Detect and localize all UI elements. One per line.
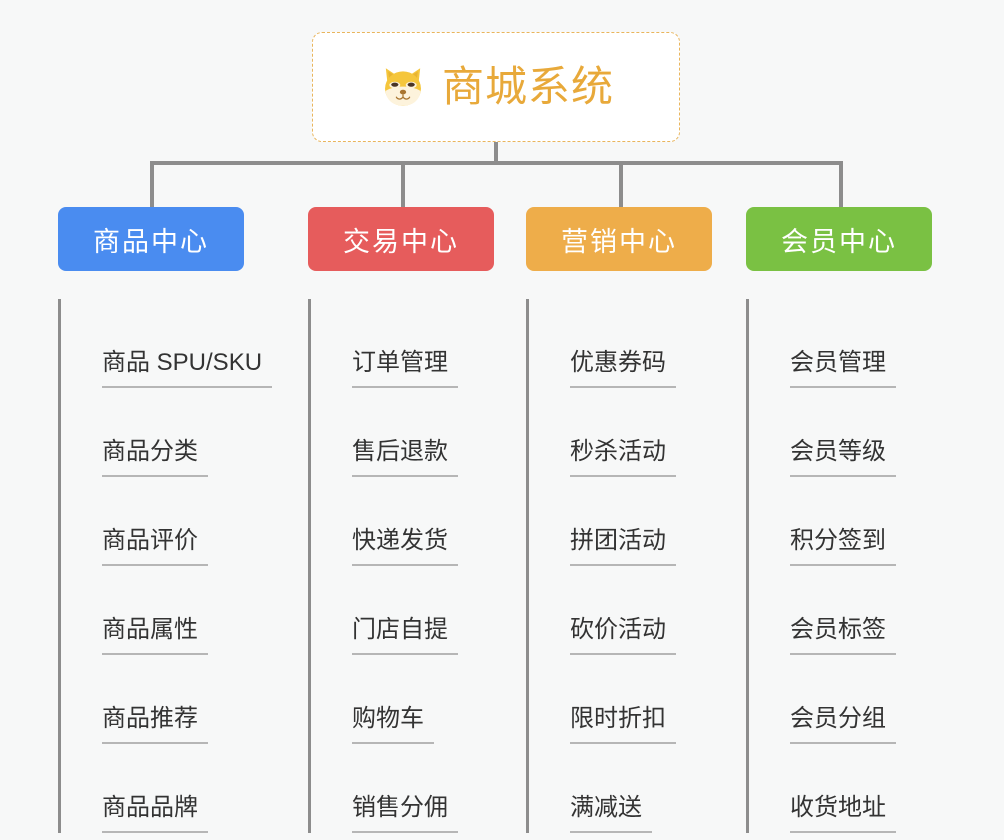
- leaf-item[interactable]: 商品评价: [74, 477, 244, 566]
- leaf-list-product-center: 商品 SPU/SKU 商品分类 商品评价 商品属性 商品推荐 商品品牌: [58, 299, 273, 833]
- connector-drop-3: [619, 161, 623, 209]
- leaf-label: 商品属性: [102, 609, 208, 655]
- leaf-item[interactable]: 购物车: [324, 655, 494, 744]
- leaf-label: 会员等级: [790, 431, 896, 477]
- leaf-label: 购物车: [352, 698, 434, 744]
- leaf-label: 拼团活动: [570, 520, 676, 566]
- leaf-label: 会员分组: [790, 698, 896, 744]
- leaf-item[interactable]: 商品分类: [74, 388, 244, 477]
- leaf-label: 快递发货: [352, 520, 458, 566]
- column-member-center: 会员中心 会员管理 会员等级 积分签到 会员标签 会员分组 收货地址: [746, 207, 932, 833]
- leaf-item[interactable]: 秒杀活动: [542, 388, 712, 477]
- root-node-mall-system[interactable]: 商城系统: [312, 32, 680, 142]
- leaf-item[interactable]: 积分签到: [762, 477, 932, 566]
- leaf-label: 商品分类: [102, 431, 208, 477]
- leaf-item[interactable]: 门店自提: [324, 566, 494, 655]
- leaf-label: 订单管理: [352, 342, 458, 388]
- leaf-label: 商品 SPU/SKU: [102, 342, 273, 388]
- connector-drop-4: [839, 161, 843, 209]
- leaf-item[interactable]: 售后退款: [324, 388, 494, 477]
- trunk-line-marketing-center: [526, 299, 529, 833]
- leaf-label: 会员标签: [790, 609, 896, 655]
- leaf-label: 商品推荐: [102, 698, 208, 744]
- leaf-item[interactable]: 商品属性: [74, 566, 244, 655]
- leaf-label: 销售分佣: [352, 787, 458, 833]
- leaf-label: 会员管理: [790, 342, 896, 388]
- trunk-line-member-center: [746, 299, 749, 833]
- trunk-line-product-center: [58, 299, 61, 833]
- leaf-label: 售后退款: [352, 431, 458, 477]
- category-header-product-center[interactable]: 商品中心: [58, 207, 244, 271]
- leaf-item[interactable]: 订单管理: [324, 299, 494, 388]
- leaf-item[interactable]: 销售分佣: [324, 744, 494, 833]
- leaf-label: 积分签到: [790, 520, 896, 566]
- leaf-item[interactable]: 优惠券码: [542, 299, 712, 388]
- connector-drop-1: [150, 161, 154, 209]
- leaf-item[interactable]: 商品推荐: [74, 655, 244, 744]
- leaf-label: 门店自提: [352, 609, 458, 655]
- leaf-label: 限时折扣: [570, 698, 676, 744]
- leaf-label: 收货地址: [790, 787, 896, 833]
- trunk-line-trade-center: [308, 299, 311, 833]
- leaf-item[interactable]: 拼团活动: [542, 477, 712, 566]
- leaf-item[interactable]: 限时折扣: [542, 655, 712, 744]
- leaf-item[interactable]: 商品 SPU/SKU: [74, 299, 273, 388]
- leaf-item[interactable]: 快递发货: [324, 477, 494, 566]
- category-header-member-center[interactable]: 会员中心: [746, 207, 932, 271]
- leaf-item[interactable]: 满减送: [542, 744, 712, 833]
- leaf-list-marketing-center: 优惠券码 秒杀活动 拼团活动 砍价活动 限时折扣 满减送: [526, 299, 712, 833]
- connector-root-stem: [494, 142, 498, 164]
- leaf-label: 砍价活动: [570, 609, 676, 655]
- leaf-item[interactable]: 会员标签: [762, 566, 932, 655]
- leaf-label: 商品评价: [102, 520, 208, 566]
- leaf-item[interactable]: 砍价活动: [542, 566, 712, 655]
- leaf-label: 商品品牌: [102, 787, 208, 833]
- category-header-trade-center[interactable]: 交易中心: [308, 207, 494, 271]
- column-product-center: 商品中心 商品 SPU/SKU 商品分类 商品评价 商品属性 商品推荐 商品品牌: [58, 207, 273, 833]
- root-title: 商城系统: [441, 63, 614, 110]
- leaf-item[interactable]: 会员等级: [762, 388, 932, 477]
- leaf-item[interactable]: 收货地址: [762, 744, 932, 833]
- connector-drop-2: [401, 161, 405, 209]
- column-marketing-center: 营销中心 优惠券码 秒杀活动 拼团活动 砍价活动 限时折扣 满减送: [526, 207, 712, 833]
- leaf-label: 优惠券码: [570, 342, 676, 388]
- leaf-item[interactable]: 商品品牌: [74, 744, 244, 833]
- leaf-label: 秒杀活动: [570, 431, 676, 477]
- leaf-list-member-center: 会员管理 会员等级 积分签到 会员标签 会员分组 收货地址: [746, 299, 932, 833]
- leaf-list-trade-center: 订单管理 售后退款 快递发货 门店自提 购物车 销售分佣: [308, 299, 494, 833]
- column-trade-center: 交易中心 订单管理 售后退款 快递发货 门店自提 购物车 销售分佣: [308, 207, 494, 833]
- shiba-inu-dog-face-icon: [385, 68, 421, 106]
- connector-horizontal-bus: [150, 161, 842, 165]
- leaf-label: 满减送: [570, 787, 652, 833]
- leaf-item[interactable]: 会员管理: [762, 299, 932, 388]
- leaf-item[interactable]: 会员分组: [762, 655, 932, 744]
- category-header-marketing-center[interactable]: 营销中心: [526, 207, 712, 271]
